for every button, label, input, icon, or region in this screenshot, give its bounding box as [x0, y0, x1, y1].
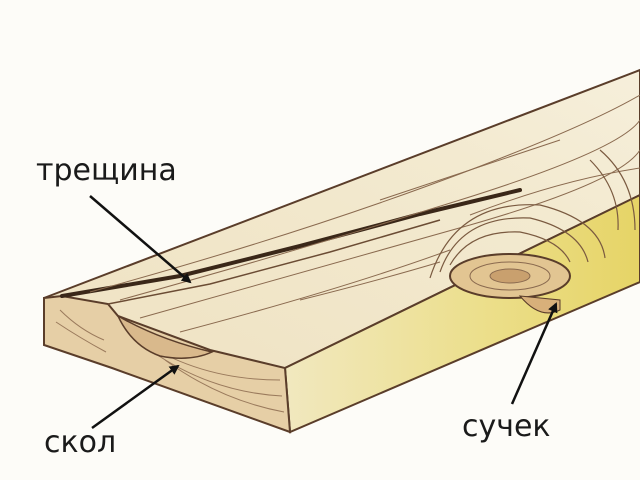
- crack-groove: [60, 188, 522, 298]
- knot-grain-swirl: [429, 149, 636, 279]
- chip-pointer-arrow: [91, 364, 180, 430]
- crack-pointer-arrow: [89, 195, 192, 284]
- top-grain-lines: [89, 94, 640, 333]
- chip-area: [116, 314, 215, 359]
- chip-label: скол: [44, 425, 117, 460]
- board-end-grain: [43, 294, 292, 434]
- knot-label: сучек: [462, 409, 551, 444]
- crack-label: трещина: [36, 153, 177, 188]
- knot-pointer-arrow: [510, 302, 558, 405]
